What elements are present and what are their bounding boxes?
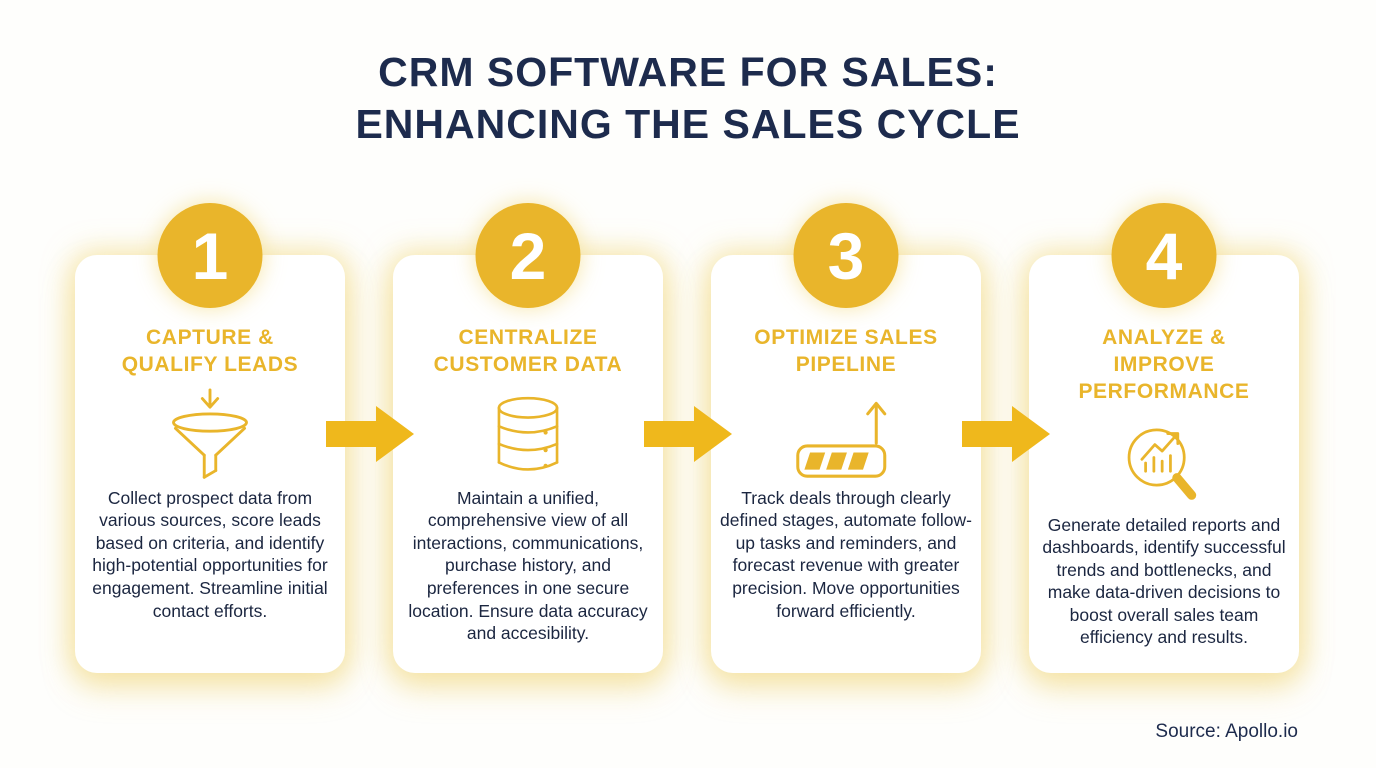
right-arrow-icon [962, 406, 1050, 462]
funnel-icon [75, 387, 345, 485]
step-card-analyze-improve-performance: 4 ANALYZE & IMPROVE PERFORMANCE Generate… [1029, 203, 1299, 673]
step-heading: OPTIMIZE SALES PIPELINE [754, 326, 938, 376]
step-number: 4 [1145, 218, 1183, 293]
step-description: Collect prospect data from various sourc… [92, 487, 328, 621]
step-heading: CENTRALIZE CUSTOMER DATA [433, 326, 623, 376]
database-icon [393, 387, 663, 485]
step-number-badge: 2 [475, 203, 581, 308]
step-number-badge: 3 [793, 203, 899, 308]
step-heading: CAPTURE & QUALIFY LEADS [121, 326, 299, 376]
step-number: 3 [827, 218, 865, 293]
right-arrow-icon [644, 406, 732, 462]
step-number-badge: 4 [1111, 203, 1217, 308]
step-description: Track deals through clearly defined stag… [720, 487, 972, 621]
step-number: 2 [509, 218, 547, 293]
step-number: 1 [191, 218, 229, 293]
step-description: Generate detailed reports and dashboards… [1042, 514, 1286, 648]
magnifier-chart-icon [1029, 414, 1299, 512]
step-card-centralize-customer-data: 2 CENTRALIZE CUSTOMER DATA Maintain a un… [393, 203, 663, 673]
page-title: CRM SOFTWARE FOR SALES: ENHANCING THE SA… [355, 49, 1021, 148]
source-attribution: Source: Apollo.io [1155, 721, 1298, 742]
step-number-badge: 1 [157, 203, 263, 308]
step-heading: ANALYZE & IMPROVE PERFORMANCE [1078, 326, 1250, 403]
right-arrow-icon [326, 406, 414, 462]
pipeline-arrow-icon [711, 387, 981, 485]
step-card-capture-qualify-leads: 1 CAPTURE & QUALIFY LEADS Collect prospe… [75, 203, 345, 673]
step-card-optimize-sales-pipeline: 3 OPTIMIZE SALES PIPELINE Track deals th… [711, 203, 981, 673]
step-description: Maintain a unified, comprehensive view o… [408, 487, 648, 644]
